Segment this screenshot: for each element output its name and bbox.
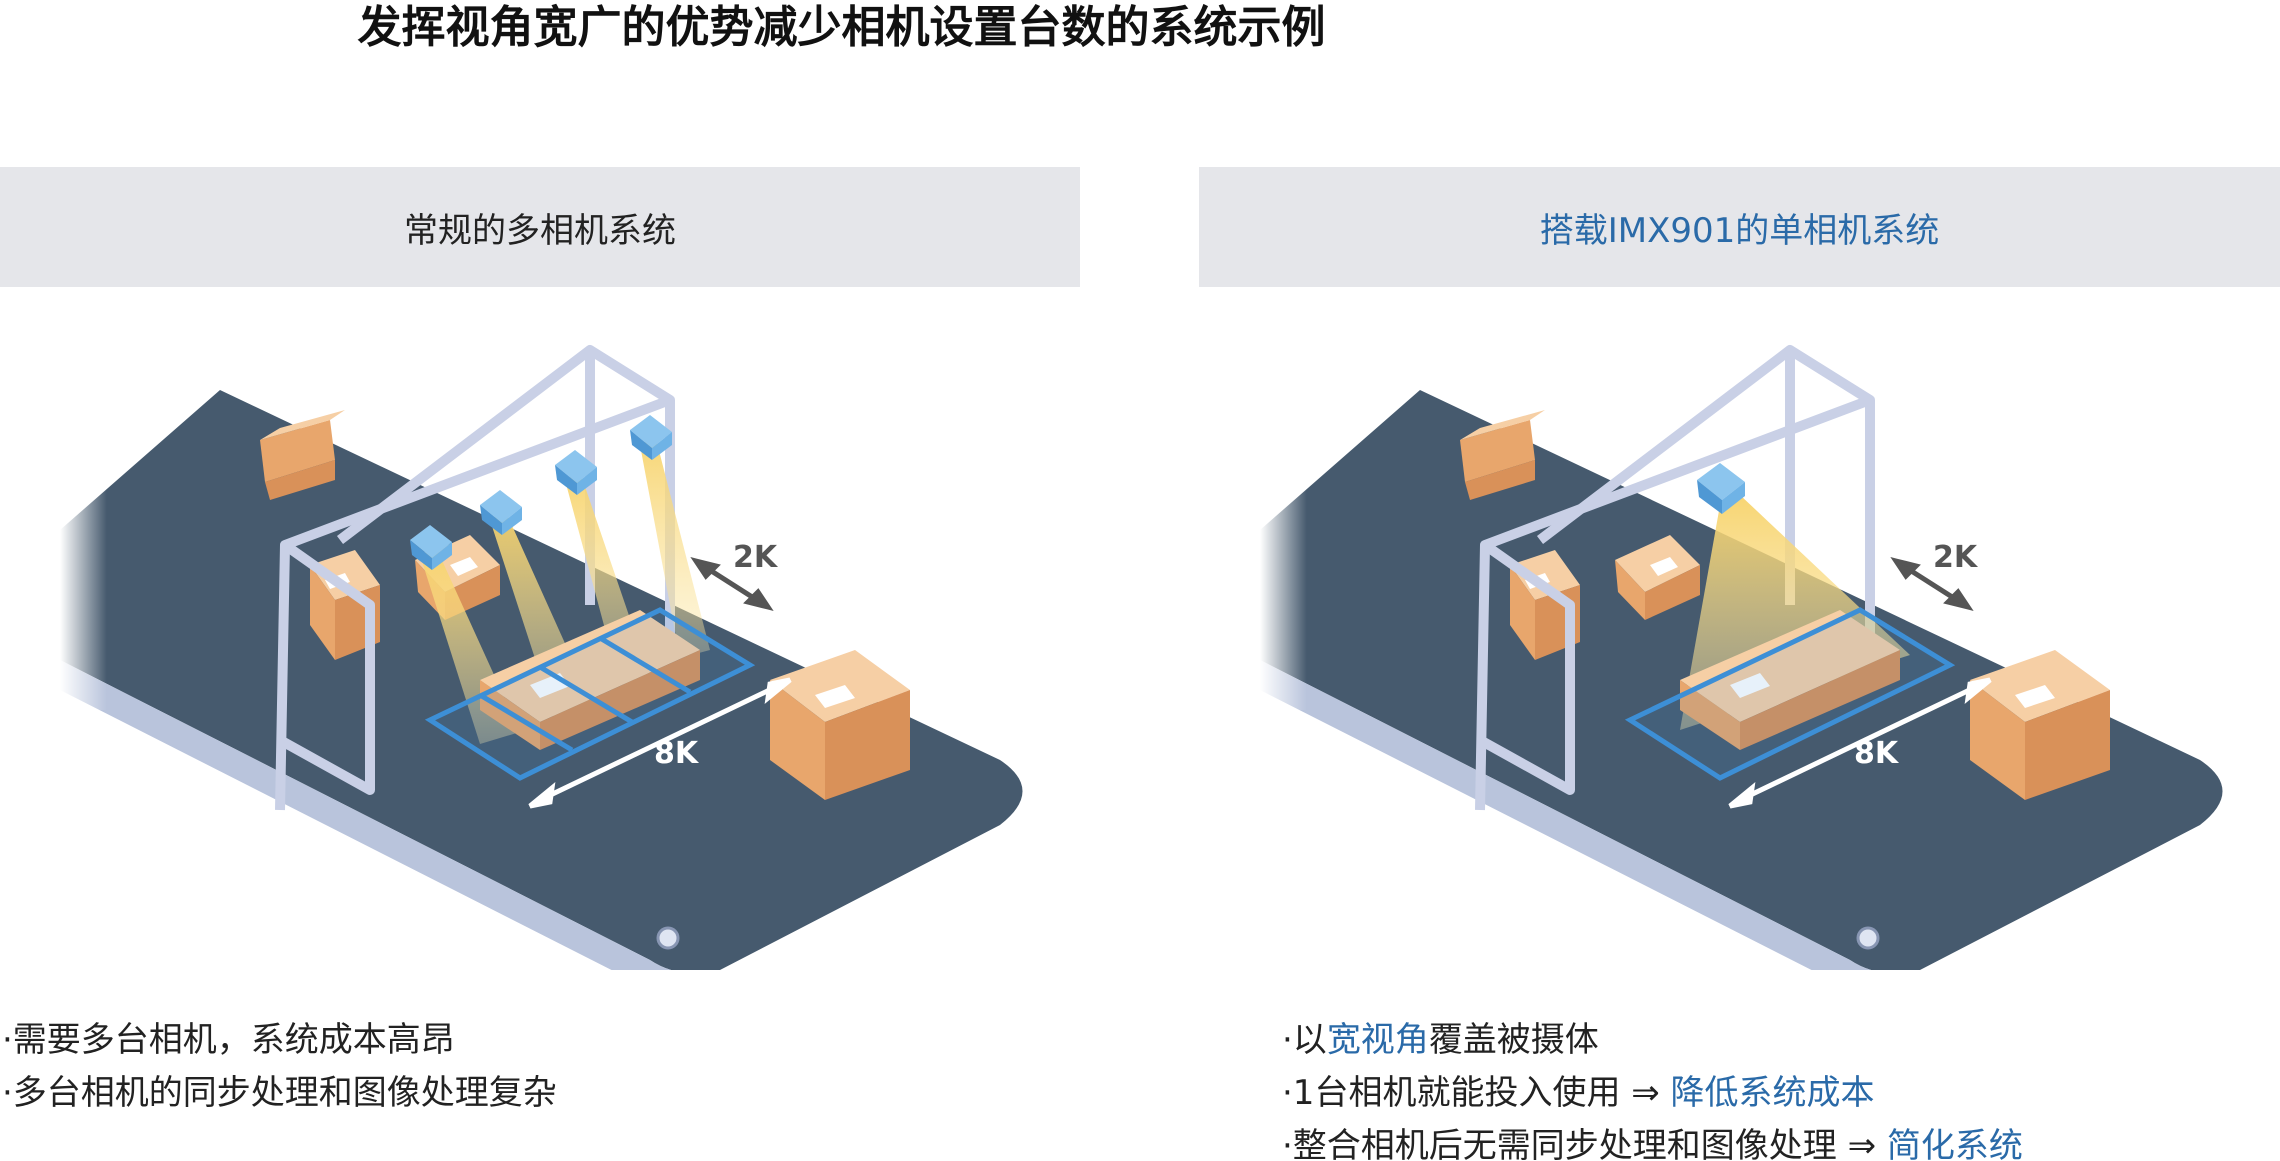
list-item: ·需要多台相机，系统成本高昂 xyxy=(2,1020,455,1060)
box-icon xyxy=(1680,610,1900,750)
box-icon xyxy=(770,650,910,800)
camera-icon xyxy=(410,525,452,570)
multi-camera-scene xyxy=(60,330,1060,999)
highlight-text: 宽视角 xyxy=(1326,1020,1429,1060)
single-camera-scene xyxy=(1260,330,2260,999)
list-item: ·整合相机后无需同步处理和图像处理 ⇒ 简化系统 xyxy=(1282,1120,2023,1161)
box-icon xyxy=(1615,535,1700,620)
list-item: ·1台相机就能投入使用 ⇒ 降低系统成本 xyxy=(1282,1073,1875,1113)
double-arrow-icon xyxy=(1728,677,1992,809)
camera-icon xyxy=(1697,463,1745,514)
right-8k-label: 8K xyxy=(1854,736,1899,771)
camera-icon xyxy=(555,450,597,495)
camera-icon xyxy=(630,415,672,460)
list-item: ·以宽视角覆盖被摄体 xyxy=(1282,1020,1599,1060)
camera-icon xyxy=(480,490,522,535)
box-icon xyxy=(1460,410,1545,500)
single-camera-illustration xyxy=(1260,345,2223,999)
list-item: ·多台相机的同步处理和图像处理复杂 xyxy=(2,1073,557,1113)
right-panel-header: 搭载IMX901的单相机系统 xyxy=(1199,167,2280,287)
left-2k-label: 2K xyxy=(733,540,778,575)
multi-camera-illustration xyxy=(60,345,1023,999)
capture-area xyxy=(424,607,756,781)
right-bullet-list: ·以宽视角覆盖被摄体 ·1台相机就能投入使用 ⇒ 降低系统成本 ·整合相机后无需… xyxy=(1282,1014,2023,1161)
box-icon xyxy=(260,410,345,500)
highlight-text: 简化系统 xyxy=(1886,1126,2023,1161)
page-title: 发挥视角宽广的优势减少相机设置台数的系统示例 xyxy=(357,2,1326,53)
right-2k-label: 2K xyxy=(1933,540,1978,575)
double-arrow-icon xyxy=(528,677,792,809)
double-arrow-icon xyxy=(690,557,774,611)
box-icon xyxy=(1970,650,2110,800)
left-bullet-list: ·需要多台相机，系统成本高昂 ·多台相机的同步处理和图像处理复杂 xyxy=(2,1014,557,1120)
camera-frame xyxy=(1475,395,1872,811)
left-8k-label: 8K xyxy=(654,736,699,771)
left-panel-header: 常规的多相机系统 xyxy=(0,167,1080,287)
double-arrow-icon xyxy=(1890,557,1974,611)
camera-frame xyxy=(275,395,672,811)
capture-area xyxy=(1624,607,1956,781)
highlight-text: 降低系统成本 xyxy=(1670,1073,1875,1113)
